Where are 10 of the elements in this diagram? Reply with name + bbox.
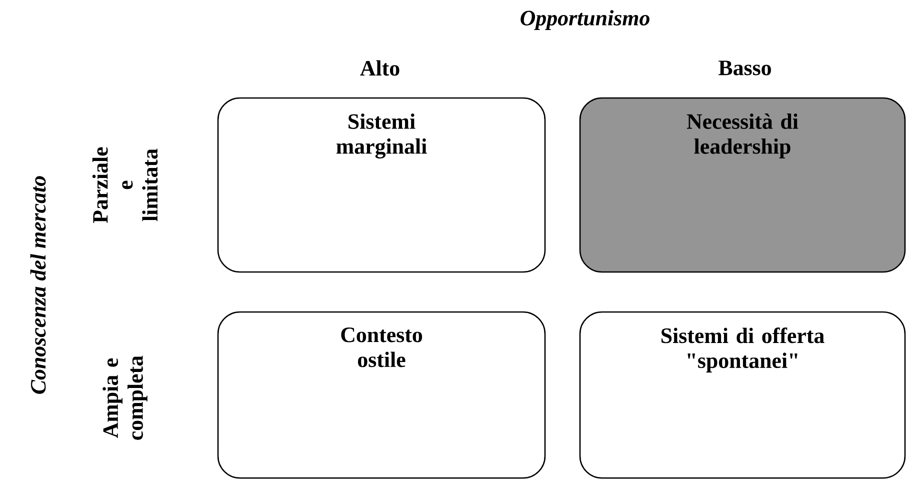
quadrant-box: Sistemi marginali [217, 97, 546, 273]
quadrant-box: Sistemi di offerta "spontanei" [579, 311, 906, 479]
axis-title: Opportunismo [520, 10, 650, 30]
axis-title: Conoscenza del mercato [30, 176, 46, 394]
column-header: Basso [718, 60, 771, 76]
quadrant-box: Contesto ostile [217, 311, 546, 479]
row-header: Parziale e limitata [92, 147, 158, 223]
row-header: Ampia e completa [102, 356, 148, 440]
column-header: Alto [360, 60, 400, 76]
quadrant-box: Necessità di leadership [579, 97, 906, 273]
